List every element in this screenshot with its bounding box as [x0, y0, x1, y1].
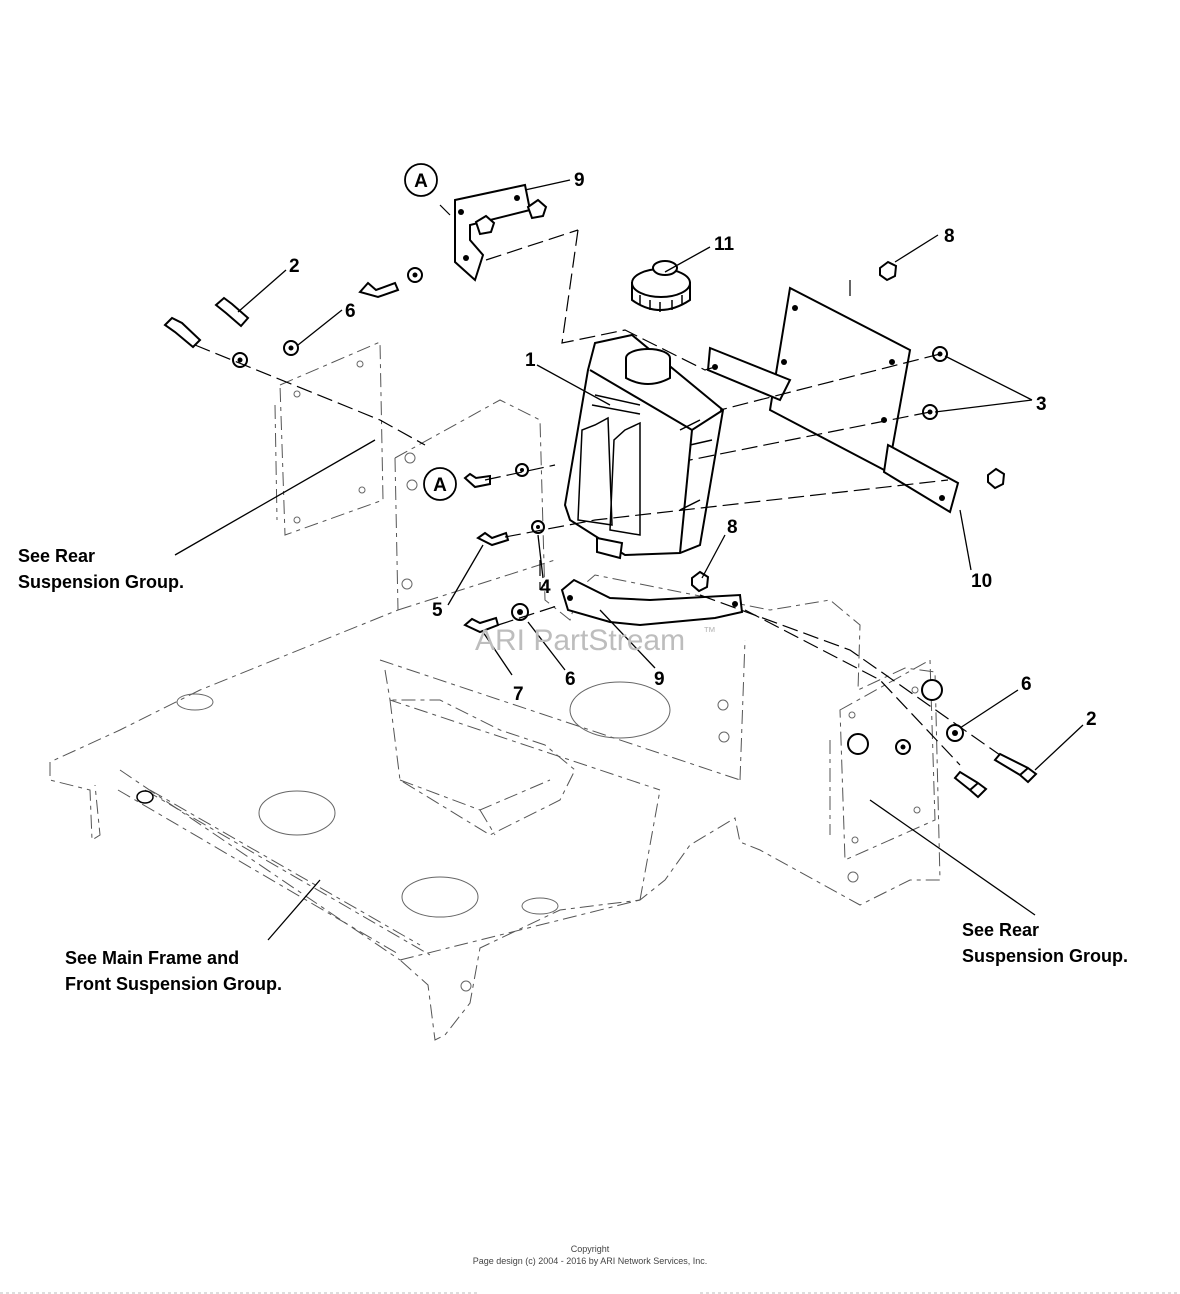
- note-main-frame-line2: Front Suspension Group.: [65, 974, 282, 994]
- callout-3: 3: [1036, 394, 1047, 415]
- note-rear-left-line1: See Rear: [18, 546, 95, 566]
- note-rear-right-line1: See Rear: [962, 920, 1039, 940]
- callout-8-mid: 8: [727, 517, 738, 538]
- callout-2-right: 2: [1086, 709, 1097, 730]
- callout-9-bottom: 9: [654, 669, 665, 690]
- callout-7: 7: [513, 684, 524, 705]
- reservoir-cap: [631, 260, 691, 312]
- reservoir-tank: [563, 333, 725, 560]
- callout-6-mid: 6: [565, 669, 576, 690]
- lower-bracket: [560, 578, 744, 627]
- ref-label-a-top: A: [414, 171, 428, 192]
- front-tube: [117, 789, 421, 956]
- callout-8-top: 8: [944, 226, 955, 247]
- ref-circle-a-mid: [423, 467, 457, 501]
- hardware: [163, 260, 1038, 799]
- callout-11: 11: [714, 234, 735, 255]
- note-rear-left-line2: Suspension Group.: [18, 572, 184, 592]
- callout-6-left: 6: [345, 301, 356, 322]
- watermark: ARI PartStream ™: [475, 624, 716, 657]
- callout-9-top: 9: [574, 170, 585, 191]
- upper-bracket: [454, 183, 548, 282]
- callout-10: 10: [971, 571, 992, 592]
- suspension-bosses: [847, 679, 943, 755]
- leader-lines: [174, 179, 1084, 941]
- watermark-trademark: ™: [703, 624, 716, 639]
- ref-label-a-mid: A: [433, 475, 447, 496]
- note-rear-right-line2: Suspension Group.: [962, 946, 1128, 966]
- callout-5: 5: [432, 600, 443, 621]
- notes: See Rear Suspension Group. See Rear Susp…: [18, 546, 1128, 994]
- watermark-text: ARI PartStream: [475, 624, 685, 657]
- footer-page-design: Page design (c) 2004 - 2016 by ARI Netwo…: [473, 1256, 708, 1266]
- main-frame: [49, 341, 941, 1041]
- reference-markers: A A: [404, 163, 457, 501]
- callout-1: 1: [525, 350, 536, 371]
- footer: Copyright Page design (c) 2004 - 2016 by…: [0, 1244, 1180, 1294]
- callout-4: 4: [540, 577, 551, 598]
- footer-copyright: Copyright: [571, 1244, 610, 1254]
- callout-numbers: 1 2 2 3 4 5 6 6 6 7 8 8 9 9 10 11: [289, 170, 1097, 730]
- ref-circle-a-top: [404, 163, 438, 197]
- callout-2-left: 2: [289, 256, 300, 277]
- callout-6-right: 6: [1021, 674, 1032, 695]
- centre-lines: [194, 204, 1001, 766]
- mounting-plate: [706, 286, 960, 514]
- note-main-frame-line1: See Main Frame and: [65, 948, 239, 968]
